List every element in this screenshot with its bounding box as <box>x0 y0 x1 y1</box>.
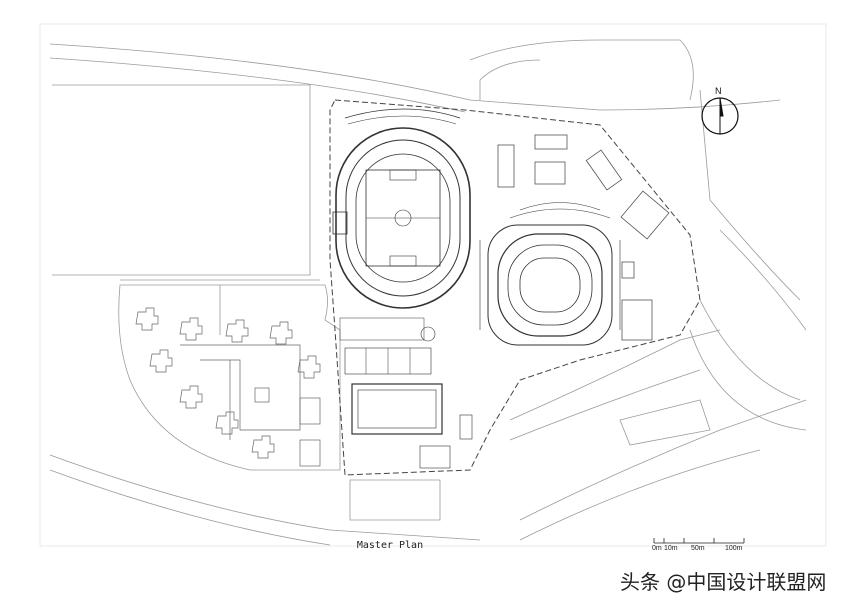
scale-label-50: 50m <box>691 545 705 552</box>
scale-label-10: 10m <box>664 545 678 552</box>
plaza-circle <box>420 326 436 342</box>
arena <box>479 202 621 346</box>
gymnasium <box>351 383 443 435</box>
road <box>619 399 711 446</box>
building <box>585 149 623 191</box>
building <box>534 161 566 185</box>
road <box>349 479 441 521</box>
scale-bar <box>653 538 745 544</box>
site-boundary <box>329 99 701 476</box>
residential-boundary <box>118 284 341 471</box>
road <box>519 449 761 541</box>
villa <box>297 355 321 379</box>
road <box>49 57 466 113</box>
sports-field <box>339 317 425 341</box>
villa <box>179 317 203 341</box>
site-block <box>52 84 311 276</box>
drawing-frame <box>39 23 827 547</box>
road <box>689 329 807 431</box>
building <box>620 190 670 240</box>
road <box>699 299 801 401</box>
apartment <box>299 397 321 425</box>
court <box>459 414 473 440</box>
watermark: 头条 @中国设计联盟网 <box>620 570 827 594</box>
villa <box>149 349 173 373</box>
building <box>621 261 635 279</box>
road <box>49 454 481 541</box>
road <box>519 399 807 521</box>
road <box>479 59 541 100</box>
parking <box>419 445 451 469</box>
path <box>180 344 301 431</box>
villa <box>251 435 275 459</box>
villa <box>179 385 203 409</box>
road <box>719 229 807 331</box>
apartment <box>299 439 321 467</box>
villa <box>215 411 239 435</box>
clubhouse <box>254 387 270 403</box>
road <box>49 469 331 546</box>
plan-caption: Master Plan <box>356 540 424 551</box>
building <box>497 144 515 188</box>
scale-label-100: 100m <box>725 545 743 552</box>
north-label: N <box>715 86 722 96</box>
villa <box>225 319 249 343</box>
road <box>469 39 694 101</box>
road <box>509 369 701 441</box>
building <box>621 299 653 341</box>
road <box>699 89 801 301</box>
stadium <box>332 108 471 309</box>
north-arrow <box>701 97 739 135</box>
villa <box>135 307 159 331</box>
building <box>534 134 568 150</box>
villa <box>269 321 293 345</box>
road <box>49 43 781 111</box>
road <box>509 329 721 421</box>
scale-label-0: 0m <box>652 545 662 552</box>
